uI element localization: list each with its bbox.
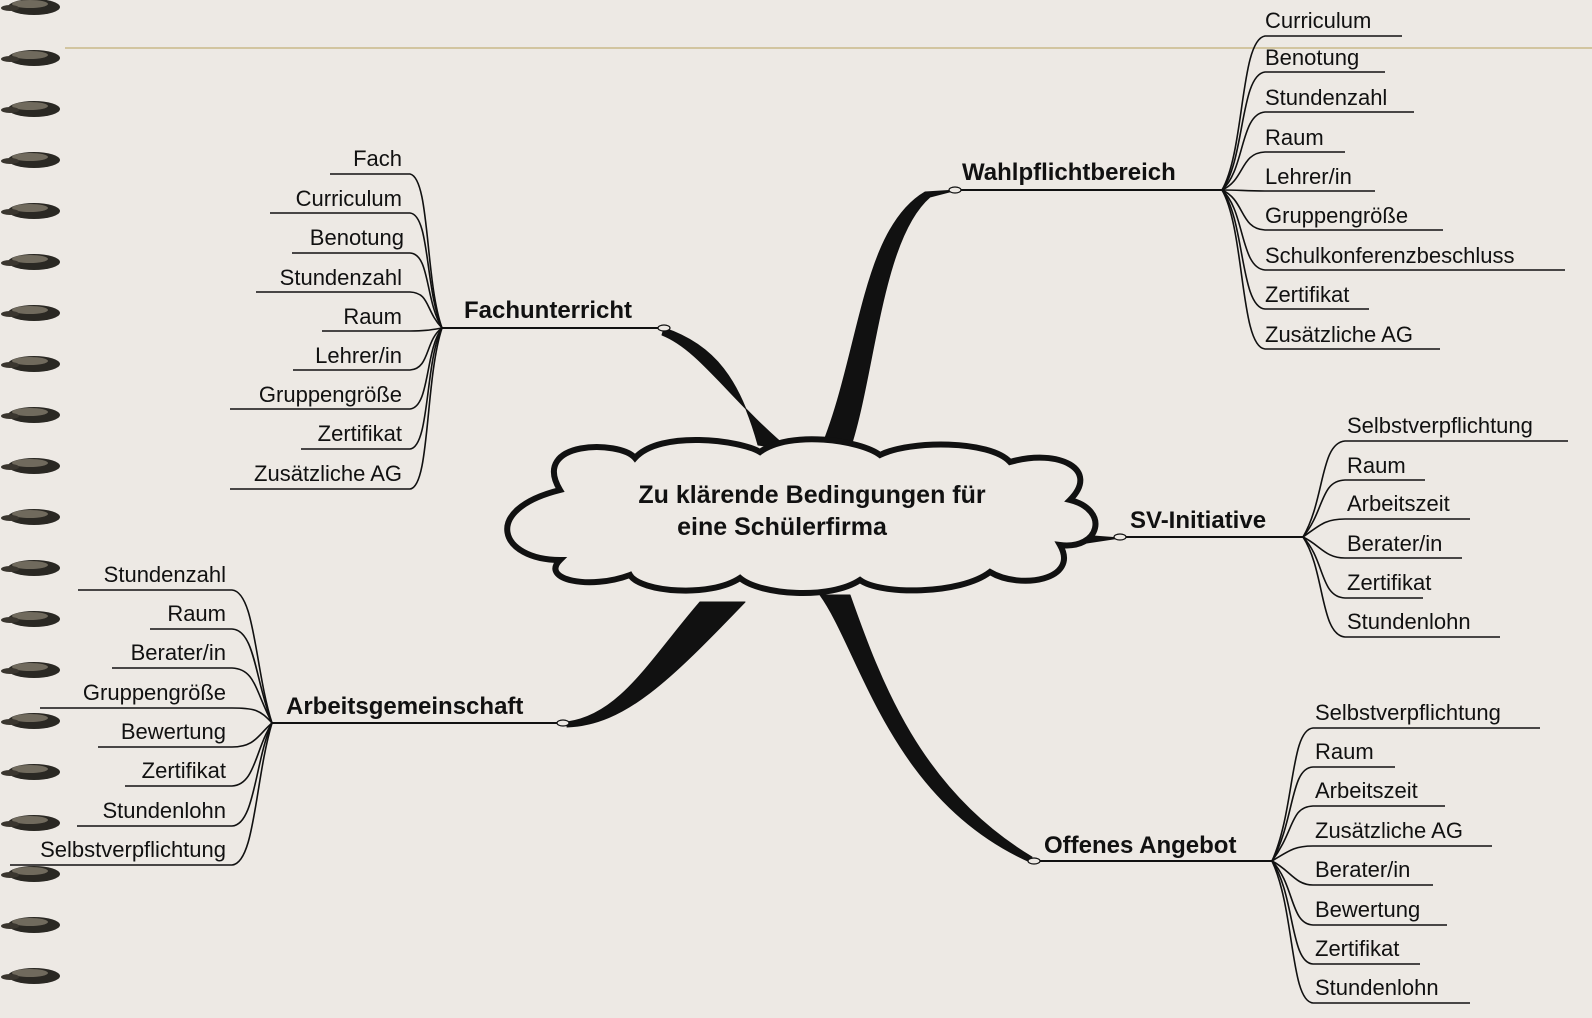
leaf-label: Fach	[353, 146, 402, 171]
center-title-line2: eine Schülerfirma	[677, 513, 888, 541]
leaves-sv-initiative	[1302, 440, 1568, 638]
leaf-label: Raum	[343, 304, 402, 329]
spiral-ring-icon	[1, 509, 60, 525]
leaf-labels-sv-initiative: Selbstverpflichtung Raum Arbeitszeit Ber…	[1347, 413, 1533, 634]
center-cloud	[504, 436, 1099, 596]
spiral-ring-icon	[1, 458, 60, 474]
spiral-ring-icon	[1, 101, 60, 117]
branch-fachunterricht: Fachunterricht Fach Curriculum Benotung …	[230, 146, 664, 490]
spiral-ring-icon	[1, 0, 60, 15]
leaf-label: Stundenzahl	[280, 265, 402, 290]
spiral-ring-icon	[1, 764, 60, 780]
branch-title-arbeitsgemeinschaft: Arbeitsgemeinschaft	[286, 693, 523, 720]
branch-title-wahlpflichtbereich: Wahlpflichtbereich	[962, 159, 1176, 186]
leaf-label: Schulkonferenzbeschluss	[1265, 243, 1514, 268]
branch-wahlpflichtbereich: Wahlpflichtbereich Curriculum Benotung S…	[955, 8, 1565, 350]
spiral-ring-icon	[1, 356, 60, 372]
leaf-label: Zertifikat	[1347, 570, 1431, 595]
branch-arbeitsgemeinschaft: Arbeitsgemeinschaft Stundenzahl Raum Ber…	[10, 562, 567, 866]
leaf-label: Gruppengröße	[83, 680, 226, 705]
leaf-label: Curriculum	[1265, 8, 1371, 33]
leaf-label: Selbstverpflichtung	[40, 837, 226, 862]
spiral-ring-icon	[1, 305, 60, 321]
branch-nodes	[556, 186, 1127, 865]
leaf-label: Raum	[1347, 453, 1406, 478]
leaf-labels-offenes-angebot: Selbstverpflichtung Raum Arbeitszeit Zus…	[1315, 700, 1501, 1000]
leaf-label: Stundenlohn	[1315, 975, 1439, 1000]
leaf-label: Bewertung	[1315, 897, 1420, 922]
spiral-ring-icon	[1, 152, 60, 168]
branch-title-fachunterricht: Fachunterricht	[464, 297, 632, 324]
leaf-label: Bewertung	[121, 719, 226, 744]
arm-wahlpflicht	[817, 189, 958, 456]
branch-title-offenes-angebot: Offenes Angebot	[1044, 832, 1236, 859]
leaf-label: Berater/in	[131, 640, 226, 665]
branch-sv-initiative: SV-Initiative Selbstverpflichtung Raum A…	[1115, 413, 1568, 638]
leaf-label: Raum	[167, 601, 226, 626]
spiral-ring-icon	[1, 815, 60, 831]
leaf-label: Zusätzliche AG	[1315, 818, 1463, 843]
leaf-label: Stundenzahl	[104, 562, 226, 587]
leaves-arbeitsgemeinschaft	[10, 589, 273, 866]
arm-offenes	[819, 594, 1033, 863]
leaf-label: Raum	[1315, 739, 1374, 764]
leaf-label: Zusätzliche AG	[1265, 322, 1413, 347]
leaf-label: Zusätzliche AG	[254, 461, 402, 486]
leaf-label: Lehrer/in	[315, 343, 402, 368]
leaf-label: Benotung	[310, 225, 404, 250]
spiral-ring-icon	[1, 407, 60, 423]
leaf-label: Zertifikat	[1265, 282, 1349, 307]
leaf-labels-fachunterricht: Fach Curriculum Benotung Stundenzahl Rau…	[254, 146, 404, 486]
leaf-label: Stundenlohn	[1347, 609, 1471, 634]
branch-offenes-angebot: Offenes Angebot Selbstverpflichtung Raum…	[1028, 700, 1540, 1004]
leaves-wahlpflichtbereich	[1221, 35, 1565, 350]
leaf-label: Zertifikat	[318, 421, 402, 446]
leaf-label: Berater/in	[1315, 857, 1410, 882]
leaf-labels-wahlpflichtbereich: Curriculum Benotung Stundenzahl Raum Leh…	[1265, 8, 1514, 347]
arm-fachunterricht	[661, 327, 791, 451]
leaf-label: Stundenzahl	[1265, 85, 1387, 110]
branch-title-sv-initiative: SV-Initiative	[1130, 507, 1266, 534]
leaves-offenes-angebot	[1271, 727, 1540, 1004]
spiral-ring-icon	[1, 254, 60, 270]
spiral-ring-icon	[1, 611, 60, 627]
spiral-ring-icon	[1, 50, 60, 66]
leaf-label: Lehrer/in	[1265, 164, 1352, 189]
leaf-labels-arbeitsgemeinschaft: Stundenzahl Raum Berater/in Gruppengröße…	[40, 562, 226, 862]
leaf-label: Berater/in	[1347, 531, 1442, 556]
spiral-ring-icon	[1, 866, 60, 882]
center-title-line1: Zu klärende Bedingungen für	[638, 481, 986, 509]
leaf-label: Raum	[1265, 125, 1324, 150]
leaf-label: Curriculum	[296, 186, 402, 211]
spiral-ring-icon	[1, 560, 60, 576]
leaf-label: Arbeitszeit	[1347, 491, 1450, 516]
leaf-label: Zertifikat	[1315, 936, 1399, 961]
spiral-ring-icon	[1, 917, 60, 933]
leaf-label: Benotung	[1265, 45, 1359, 70]
spiral-ring-icon	[1, 968, 60, 984]
spiral-ring-icon	[1, 713, 60, 729]
arm-arbeitsgemeinschaft	[566, 601, 746, 728]
leaf-label: Arbeitszeit	[1315, 778, 1418, 803]
spiral-ring-icon	[1, 203, 60, 219]
leaf-label: Zertifikat	[142, 758, 226, 783]
leaf-label: Selbstverpflichtung	[1315, 700, 1501, 725]
leaves-fachunterricht	[230, 173, 443, 490]
leaf-label: Gruppengröße	[259, 382, 402, 407]
leaf-label: Selbstverpflichtung	[1347, 413, 1533, 438]
spiral-ring-icon	[1, 662, 60, 678]
leaf-label: Gruppengröße	[1265, 203, 1408, 228]
leaf-label: Stundenlohn	[102, 798, 226, 823]
